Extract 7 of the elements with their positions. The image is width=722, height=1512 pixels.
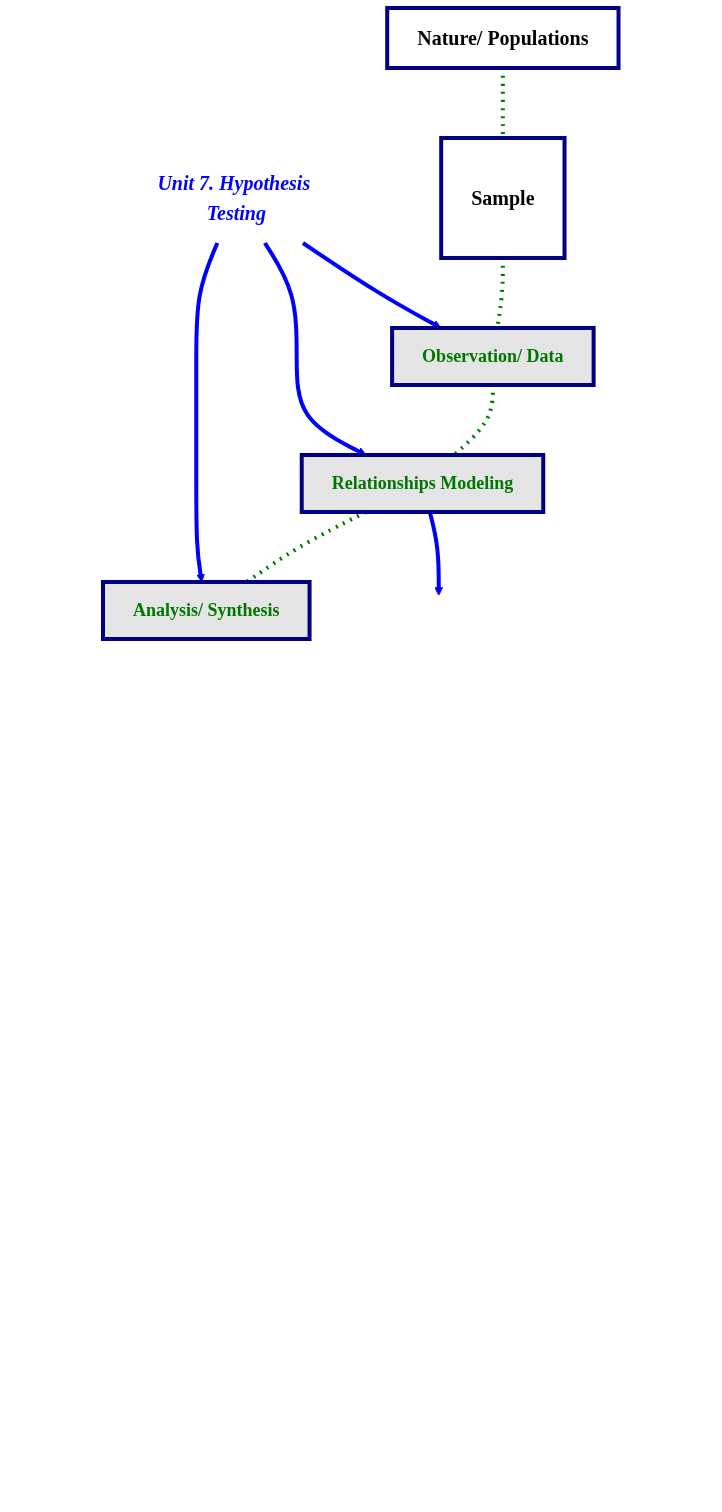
node-box: Relationships Modeling — [299, 453, 546, 514]
node-box: Nature/ Populations — [385, 6, 621, 70]
node-box: Analysis/ Synthesis — [101, 580, 312, 641]
node-text: Unit 7. Hypothesis Testing — [157, 172, 311, 224]
arrow — [428, 511, 444, 596]
node-box: Observation/ Data — [390, 326, 596, 387]
node-box: Sample — [439, 136, 567, 260]
